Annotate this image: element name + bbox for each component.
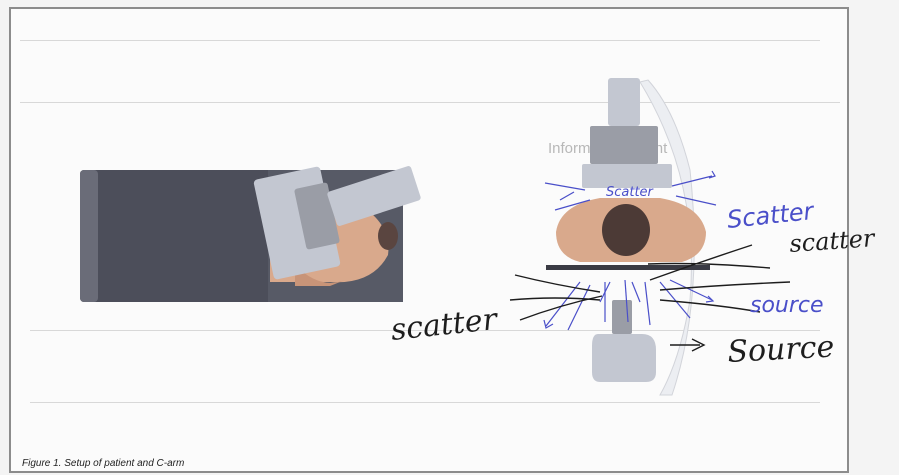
detector-cap — [608, 78, 640, 126]
detector-body — [590, 126, 658, 164]
patient-table-top-view — [80, 165, 421, 302]
table-head-end — [80, 170, 98, 302]
handwritten-scatter-left: scatter — [389, 302, 500, 348]
c-arm-end-view — [546, 78, 710, 395]
handwritten-scatter-top: Scatter — [606, 185, 655, 200]
handwritten-scatter-right: scatter — [788, 224, 876, 258]
handwritten-source-black: Source — [727, 329, 836, 370]
figure-caption: Figure 1. Setup of patient and C-arm — [22, 458, 184, 469]
source-neck — [612, 300, 632, 334]
patient-head — [378, 222, 398, 250]
handwritten-source-blue: source — [750, 293, 824, 318]
source-housing — [592, 334, 656, 382]
patient-head-cross — [602, 204, 650, 256]
